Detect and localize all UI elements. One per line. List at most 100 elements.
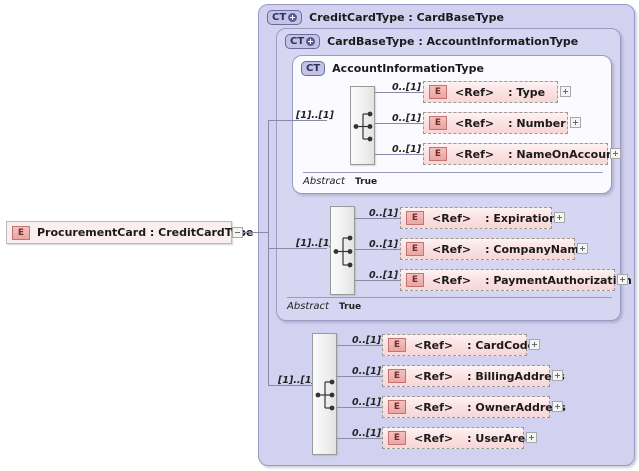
ref-element-name: : OwnerAddress (467, 400, 566, 414)
complextype-plus-icon-cardbasetype[interactable]: CT (285, 34, 321, 49)
plus-dot-icon (306, 37, 316, 46)
ref-element-nameonaccount[interactable]: E <Ref> : NameOnAccount (423, 143, 619, 165)
sequence-icon-cardbase[interactable] (330, 206, 355, 295)
expand-plus-icon-billingaddress[interactable] (552, 370, 563, 381)
expand-plus-icon-nameonaccount[interactable] (610, 148, 621, 159)
complextype-title-accountinformationtype: AccountInformationType (332, 62, 484, 75)
ref-element-name: : NameOnAccount (508, 147, 620, 161)
expand-plus-icon-cardcode[interactable] (529, 339, 540, 350)
plus-dot-icon (288, 13, 298, 22)
complextype-plus-icon-creditcardtype[interactable]: CT (267, 10, 303, 25)
expand-plus-icon-type[interactable] (560, 86, 571, 97)
abstract-row-accountinformationtype: Abstract True (303, 172, 603, 188)
collapse-minus-icon-root[interactable] (232, 227, 243, 238)
element-icon: E (12, 225, 30, 240)
complextype-badge-text: CT (272, 12, 287, 23)
connector-member-paymentauthorization (355, 280, 400, 281)
ref-keyword: <Ref> (455, 85, 495, 99)
abstract-value: True (338, 301, 362, 312)
element-icon: E (388, 369, 406, 383)
connector-member-cardcode (337, 345, 382, 346)
abstract-row-cardbasetype: Abstract True (287, 297, 612, 313)
root-element-procurementcard[interactable]: E ProcurementCard : CreditCardType (6, 221, 254, 244)
expand-plus-icon-companyname[interactable] (577, 243, 588, 254)
element-icon: E (429, 85, 447, 99)
element-icon: E (406, 211, 424, 225)
sequence-glyph (315, 379, 335, 411)
ref-element-name: : CardCode (467, 338, 536, 352)
complextype-header-creditcardtype: CT CreditCardType : CardBaseType (267, 10, 504, 25)
element-icon: E (388, 338, 406, 352)
connector-branch-accountinformation (268, 120, 327, 121)
ref-element-name: : Type (508, 85, 546, 99)
occurrence-label-nameonaccount: 0..[1] (392, 144, 422, 155)
complextype-header-cardbasetype: CT CardBaseType : AccountInformationType (285, 34, 578, 49)
connector-root-stub (243, 232, 268, 233)
connector-member-expiration (355, 218, 400, 219)
ref-element-name: : Number (508, 116, 566, 130)
root-element-label: ProcurementCard : CreditCardType (37, 226, 254, 239)
connector-branch-cardbase (268, 248, 327, 249)
connector-trunk-main (268, 120, 269, 385)
ref-keyword: <Ref> (455, 147, 495, 161)
ref-keyword: <Ref> (414, 369, 454, 383)
element-icon: E (406, 242, 424, 256)
ref-element-userarea[interactable]: E <Ref> : UserArea (382, 427, 533, 449)
ref-element-owneraddress[interactable]: E <Ref> : OwnerAddress (382, 396, 566, 418)
occurrence-label-userarea: 0..[1] (352, 428, 382, 439)
expand-plus-icon-paymentauthorization[interactable] (617, 274, 628, 285)
complextype-badge-text: CT (290, 36, 305, 47)
element-icon: E (429, 147, 447, 161)
occurrence-label-number: 0..[1] (392, 113, 422, 124)
ref-element-cardcode[interactable]: E <Ref> : CardCode (382, 334, 535, 356)
occurrence-label-expiration: 0..[1] (369, 208, 399, 219)
sequence-glyph (353, 111, 373, 142)
element-icon: E (406, 273, 424, 287)
occurrence-label-type: 0..[1] (392, 82, 422, 93)
abstract-label: Abstract (303, 176, 345, 187)
expand-plus-icon-owneraddress[interactable] (552, 401, 563, 412)
occurrence-label-billingaddress: 0..[1] (352, 366, 382, 377)
connector-member-billingaddress (337, 376, 382, 377)
ref-element-expiration[interactable]: E <Ref> : Expiration (400, 207, 557, 229)
ref-keyword: <Ref> (414, 431, 454, 445)
complextype-header-accountinformationtype: CT AccountInformationType (301, 61, 484, 76)
ref-element-name: : PaymentAuthorization (485, 273, 632, 287)
expand-plus-icon-number[interactable] (570, 117, 581, 128)
abstract-label: Abstract (287, 301, 329, 312)
ref-element-companyname[interactable]: E <Ref> : CompanyName (400, 238, 586, 260)
connector-member-companyname (355, 249, 400, 250)
complextype-icon-accountinformationtype[interactable]: CT (301, 61, 326, 76)
ref-element-type[interactable]: E <Ref> : Type (423, 81, 558, 103)
occurrence-label-group-cardbase: [1]..[1] (296, 238, 334, 249)
ref-keyword: <Ref> (455, 116, 495, 130)
connector-branch-creditcard (268, 385, 312, 386)
expand-plus-icon-userarea[interactable] (526, 432, 537, 443)
ref-element-name: : UserArea (467, 431, 533, 445)
ref-keyword: <Ref> (432, 273, 472, 287)
ref-element-name: : CompanyName (485, 242, 587, 256)
connector-member-number (375, 123, 423, 124)
ref-element-number[interactable]: E <Ref> : Number (423, 112, 568, 134)
ref-element-paymentauthorization[interactable]: E <Ref> : PaymentAuthorization (400, 269, 632, 291)
expand-plus-icon-expiration[interactable] (554, 212, 565, 223)
complextype-title-cardbasetype: CardBaseType : AccountInformationType (327, 35, 579, 48)
ref-element-name: : Expiration (485, 211, 557, 225)
sequence-glyph (333, 235, 353, 268)
occurrence-label-group-creditcard: [1]..[1] (278, 375, 316, 386)
sequence-icon-creditcard[interactable] (312, 333, 337, 455)
element-icon: E (388, 400, 406, 414)
element-icon: E (429, 116, 447, 130)
connector-member-owneraddress (337, 407, 382, 408)
connector-member-type (375, 92, 423, 93)
occurrence-label-paymentauthorization: 0..[1] (369, 270, 399, 281)
occurrence-label-owneraddress: 0..[1] (352, 397, 382, 408)
sequence-icon-accountinformation[interactable] (350, 86, 375, 165)
abstract-value: True (354, 176, 378, 187)
ref-keyword: <Ref> (414, 338, 454, 352)
complextype-badge-text: CT (306, 63, 321, 74)
ref-element-billingaddress[interactable]: E <Ref> : BillingAddress (382, 365, 565, 387)
ref-keyword: <Ref> (414, 400, 454, 414)
connector-member-nameonaccount (375, 154, 423, 155)
